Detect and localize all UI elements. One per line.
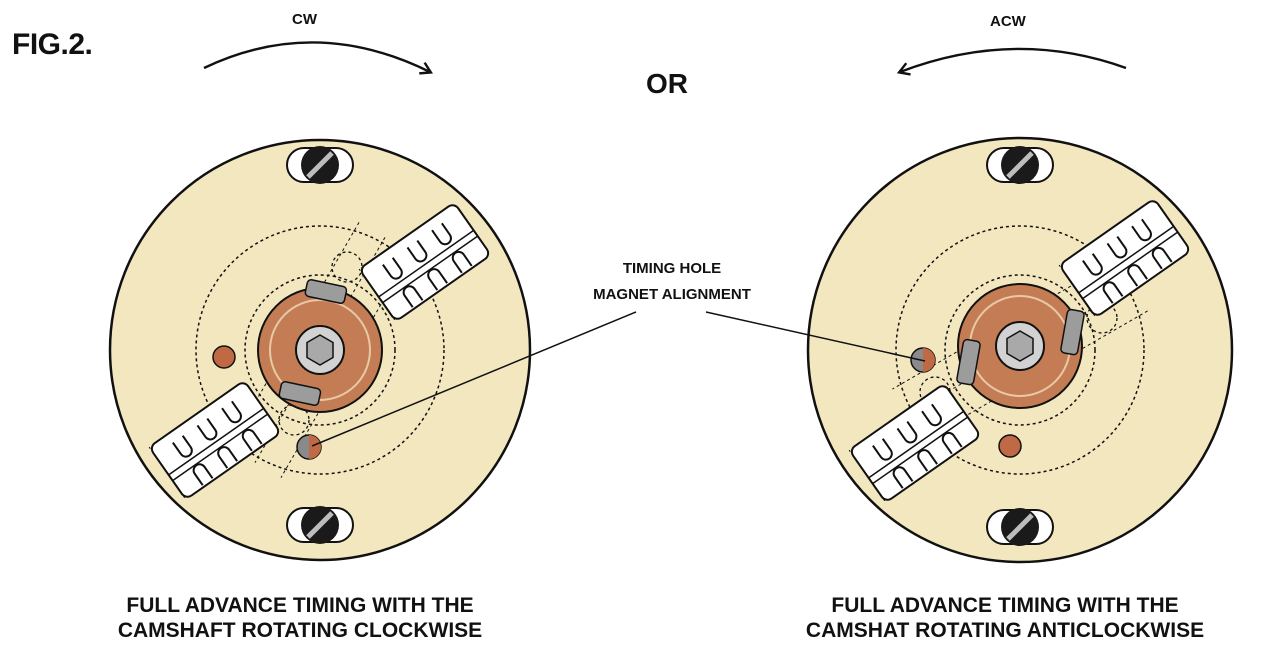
right-top-screw-icon bbox=[987, 146, 1053, 184]
right-shaft-icon bbox=[995, 321, 1045, 371]
figure-label: FIG.2. bbox=[12, 28, 93, 61]
callout-leader-left bbox=[311, 311, 637, 447]
left-shaft-icon bbox=[295, 325, 345, 375]
right-bottom-screw-icon bbox=[987, 508, 1053, 546]
acw-arrow bbox=[900, 47, 1127, 72]
left-caption: FULL ADVANCE TIMING WITH THE CAMSHAFT RO… bbox=[60, 593, 540, 643]
acw-label: ACW bbox=[990, 13, 1026, 30]
cw-arrow bbox=[203, 41, 430, 72]
timing-callout: TIMING HOLE MAGNET ALIGNMENT bbox=[572, 256, 772, 308]
left-top-screw-icon bbox=[287, 146, 353, 184]
left-caption-line-2: CAMSHAFT ROTATING CLOCKWISE bbox=[117, 619, 483, 642]
or-label: OR bbox=[646, 68, 688, 99]
right-caption: FULL ADVANCE TIMING WITH THE CAMSHAT ROT… bbox=[750, 593, 1260, 643]
right-backplate-assembly bbox=[806, 136, 1234, 564]
right-pin bbox=[998, 434, 1022, 458]
callout-line-1: TIMING HOLE bbox=[622, 260, 722, 277]
right-caption-line-2: CAMSHAT ROTATING ANTICLOCKWISE bbox=[805, 619, 1205, 642]
right-caption-line-1: FULL ADVANCE TIMING WITH THE bbox=[831, 594, 1179, 617]
right-magnet-right bbox=[1060, 308, 1085, 356]
left-magnet-upper bbox=[304, 279, 348, 304]
right-magnet-left bbox=[956, 338, 981, 386]
left-bottom-screw-icon bbox=[287, 506, 353, 544]
left-backplate-assembly bbox=[108, 138, 532, 562]
callout-leader-right bbox=[705, 311, 926, 362]
cw-label: CW bbox=[292, 11, 317, 28]
left-magnet-lower bbox=[278, 381, 322, 406]
callout-line-2: MAGNET ALIGNMENT bbox=[593, 286, 751, 303]
left-pin bbox=[212, 345, 236, 369]
left-caption-line-1: FULL ADVANCE TIMING WITH THE bbox=[126, 594, 474, 617]
